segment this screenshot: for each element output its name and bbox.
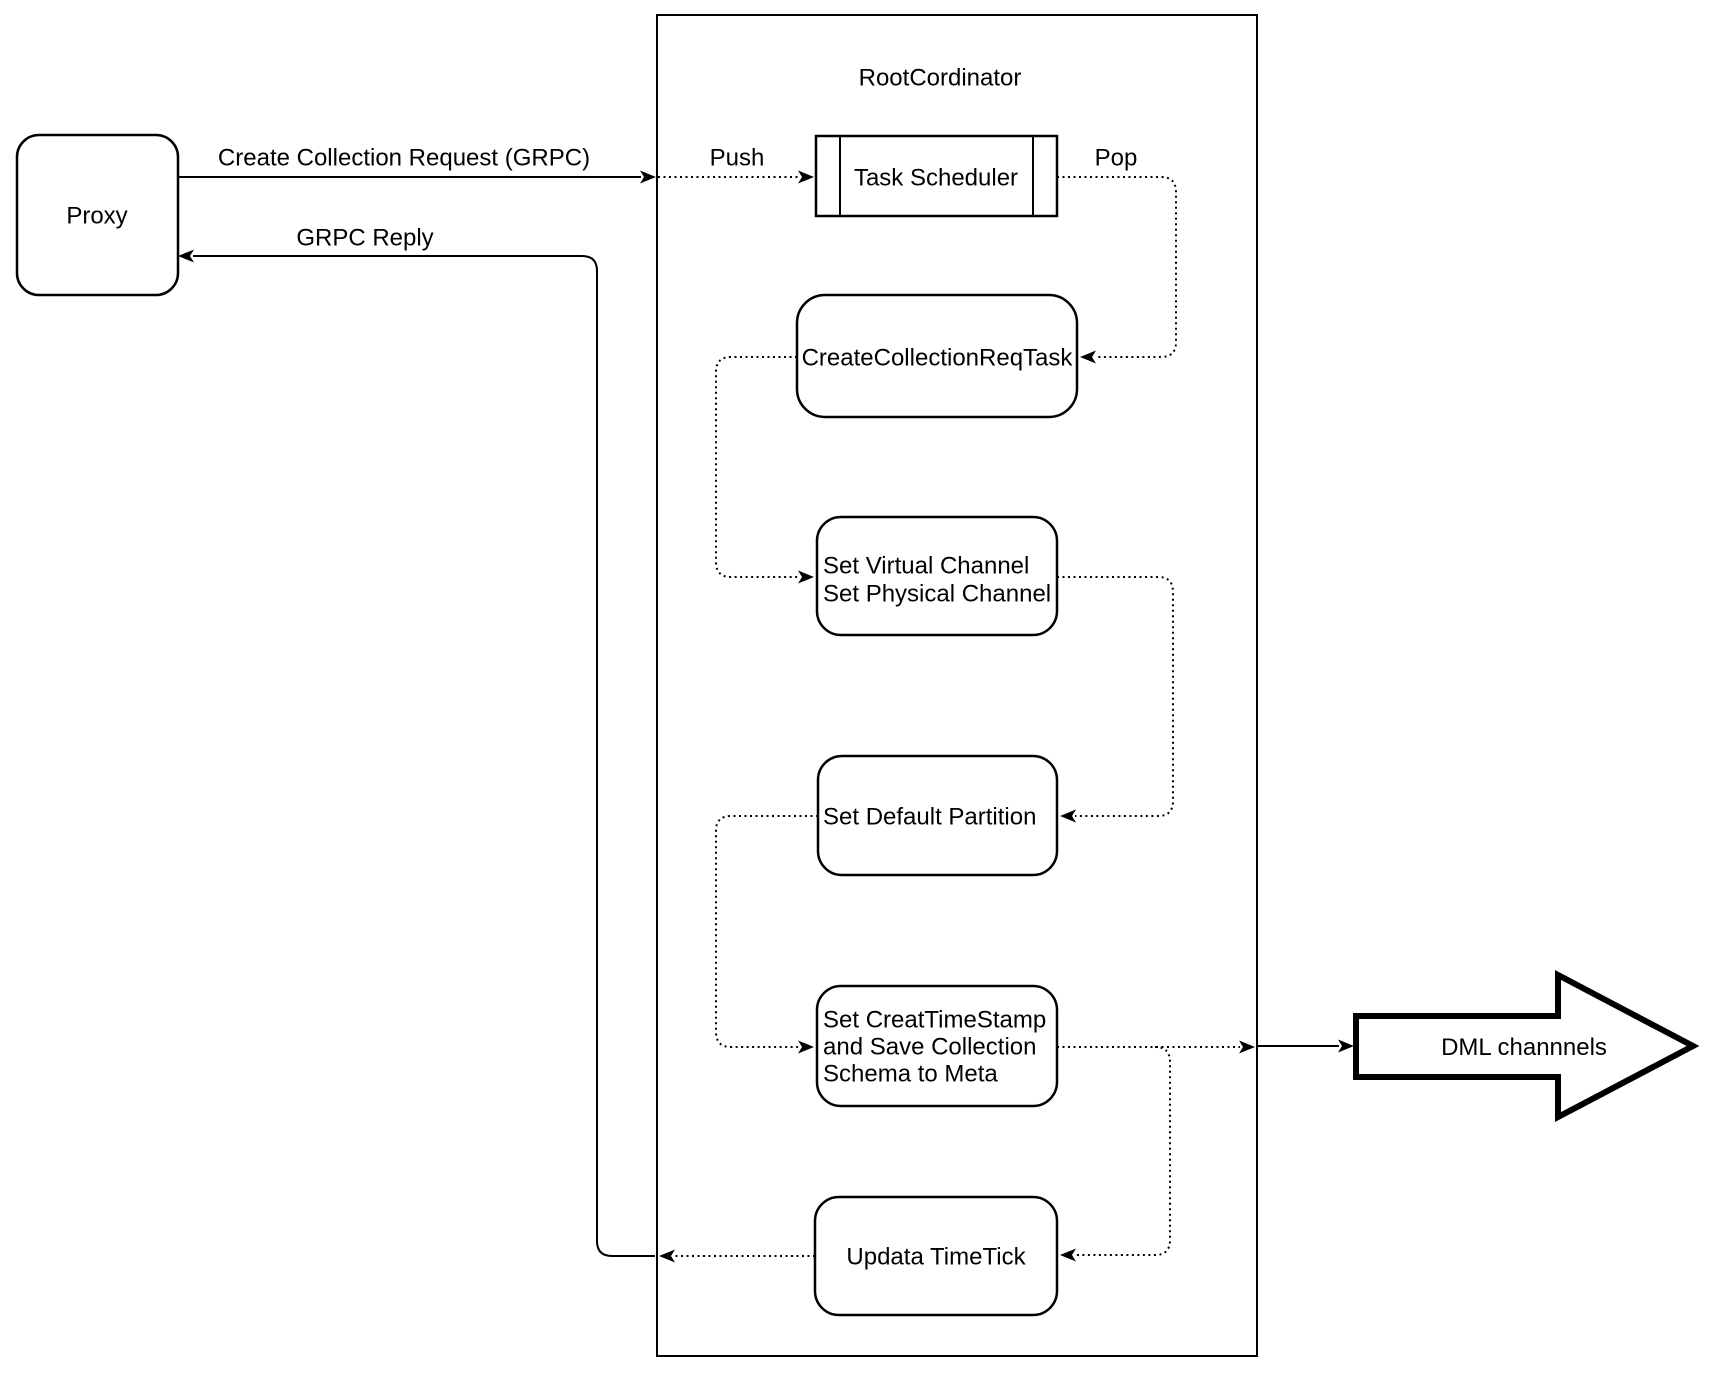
grpc-reply-edge: GRPC Reply bbox=[178, 225, 655, 1257]
create-collection-req-task-label: CreateCollectionReqTask bbox=[802, 345, 1074, 372]
task-scheduler-label: Task Scheduler bbox=[854, 165, 1018, 192]
create-collection-req-task-node: CreateCollectionReqTask bbox=[795, 293, 1079, 419]
arrowhead-right-icon bbox=[1338, 1039, 1354, 1053]
push-label: Push bbox=[710, 145, 765, 172]
edge-reqtask-to-setchannel bbox=[715, 356, 814, 584]
set-default-partition-label: Set Default Partition bbox=[823, 804, 1036, 831]
set-channel-label-line2: Set Physical Channel bbox=[823, 581, 1051, 608]
pop-line bbox=[1057, 176, 1177, 358]
dml-channels-node: DML channnels bbox=[1353, 970, 1700, 1122]
set-timestamp-label-line3: Schema to Meta bbox=[823, 1061, 998, 1088]
updata-timetick-label: Updata TimeTick bbox=[846, 1244, 1026, 1271]
edge-border-to-dml bbox=[1257, 1039, 1354, 1053]
arrowhead-right-icon bbox=[1239, 1040, 1255, 1054]
arrowhead-left-icon bbox=[1060, 809, 1076, 823]
proxy-box bbox=[15, 133, 180, 297]
edge-setdefault-to-settimestamp bbox=[715, 815, 818, 1054]
set-default-partition-node: Set Default Partition bbox=[816, 754, 1059, 877]
arrowhead-right-icon bbox=[798, 170, 814, 184]
set-timestamp-label-line2: and Save Collection bbox=[823, 1034, 1036, 1061]
settimestamp-to-updata-line bbox=[1075, 1046, 1171, 1256]
edge-updata-to-reply bbox=[659, 1249, 815, 1263]
arrowhead-right-icon bbox=[798, 1040, 814, 1054]
setdefault-to-settimestamp-line bbox=[715, 815, 818, 1048]
proxy-node: Proxy bbox=[15, 133, 180, 297]
edge-setchannel-to-setdefault bbox=[1057, 576, 1174, 823]
task-scheduler-node: Task Scheduler bbox=[814, 134, 1059, 218]
arrowhead-left-icon bbox=[1080, 350, 1096, 364]
create-collection-request-label: Create Collection Request (GRPC) bbox=[218, 145, 590, 172]
root-coordinator-title: RootCordinator bbox=[859, 65, 1022, 92]
proxy-label: Proxy bbox=[66, 203, 127, 230]
arrowhead-left-icon bbox=[659, 1249, 675, 1263]
root-coordinator-container: RootCordinator bbox=[656, 14, 1258, 1357]
grpc-reply-line bbox=[193, 255, 655, 1257]
set-channel-label-line1: Set Virtual Channel bbox=[823, 553, 1029, 580]
edge-settimestamp-to-updata bbox=[1060, 1046, 1171, 1262]
push-edge: Push bbox=[658, 145, 814, 184]
arrowhead-right-icon bbox=[798, 570, 814, 584]
pop-label: Pop bbox=[1095, 145, 1138, 172]
set-channel-node: Set Virtual Channel Set Physical Channel bbox=[815, 515, 1059, 637]
set-timestamp-label-line1: Set CreatTimeStamp bbox=[823, 1007, 1046, 1034]
setchannel-to-setdefault-line bbox=[1057, 576, 1174, 817]
edge-settimestamp-to-border bbox=[1057, 1040, 1255, 1054]
create-collection-request-edge: Create Collection Request (GRPC) bbox=[178, 145, 656, 184]
arrowhead-right-icon bbox=[640, 170, 656, 184]
reqtask-to-setchannel-line bbox=[715, 356, 799, 578]
pop-edge: Pop bbox=[1057, 145, 1177, 364]
grpc-reply-label: GRPC Reply bbox=[296, 225, 433, 252]
arrowhead-left-icon bbox=[1060, 1248, 1076, 1262]
dml-channels-label: DML channnels bbox=[1441, 1034, 1607, 1061]
updata-timetick-node: Updata TimeTick bbox=[813, 1195, 1059, 1317]
arrowhead-left-icon bbox=[178, 249, 194, 263]
root-coordinator-box bbox=[656, 14, 1258, 1357]
dml-channels-arrow-shape bbox=[1353, 970, 1700, 1122]
set-timestamp-node: Set CreatTimeStamp and Save Collection S… bbox=[815, 984, 1059, 1108]
